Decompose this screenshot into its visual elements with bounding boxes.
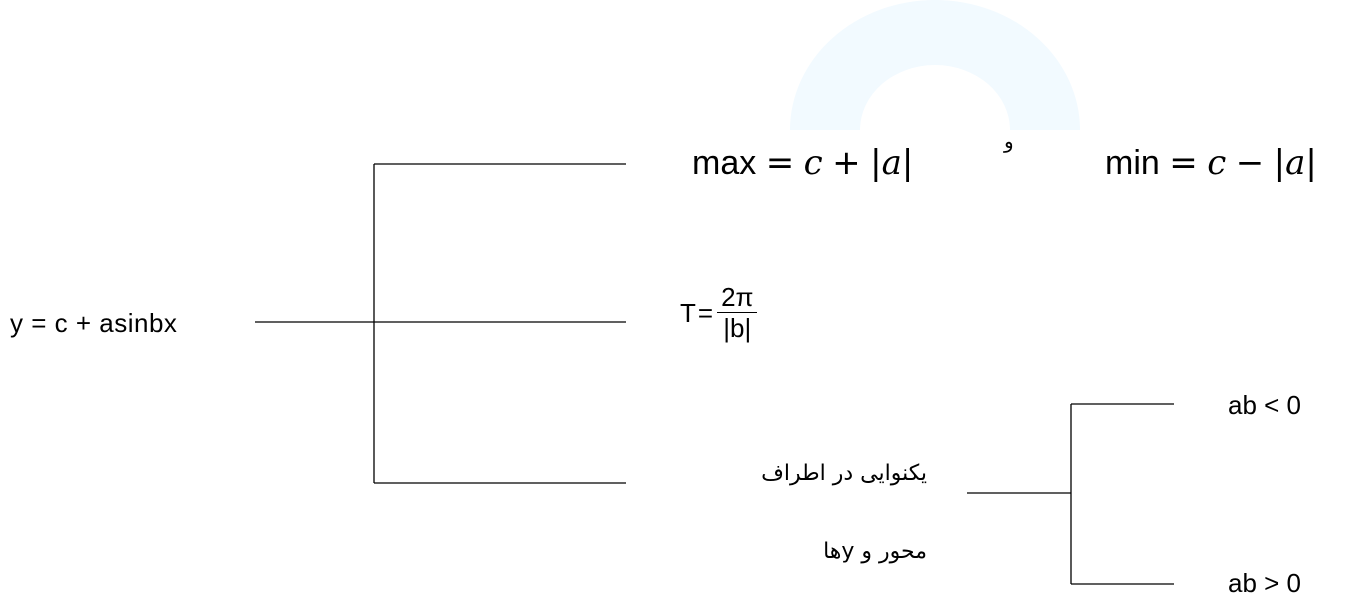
min-equation: min = c − |a| [1105,146,1317,180]
max-a-symbol: a [881,143,902,183]
max-equation: max = c + |a| [692,146,913,180]
conjunction-and: و [1004,131,1014,153]
period-lhs: T [680,297,696,328]
abs-bar-left: | [870,143,882,183]
abs-bar-right: | [1305,143,1317,183]
min-label: min [1105,144,1160,182]
period-formula: T = 2π |b| [680,284,758,343]
equals-sign: = [1169,143,1198,183]
max-label: max [692,144,757,182]
monotonicity-label-line1: یکنوایی در اطراف [761,461,927,486]
min-a-symbol: a [1285,143,1306,183]
case-ab-negative: ab < 0 [1228,390,1302,420]
case-ab-positive: ab > 0 [1228,568,1302,598]
minus-sign: − [1235,143,1265,183]
fraction-numerator: 2π [717,284,758,313]
min-c-symbol: c [1207,143,1227,183]
fraction-denominator: |b| [723,313,752,343]
root-equation: y = c + asinbx [10,308,178,338]
abs-bar-left: | [1273,143,1286,183]
period-fraction: 2π |b| [717,284,758,343]
equals-sign: = [697,297,714,328]
max-c-symbol: c [803,143,823,183]
monotonicity-label-line2: محور و yها [823,539,927,564]
plus-sign: + [832,143,861,183]
watermark-arc [790,0,1080,130]
equals-sign: = [765,143,795,183]
abs-bar-right: | [901,143,914,183]
